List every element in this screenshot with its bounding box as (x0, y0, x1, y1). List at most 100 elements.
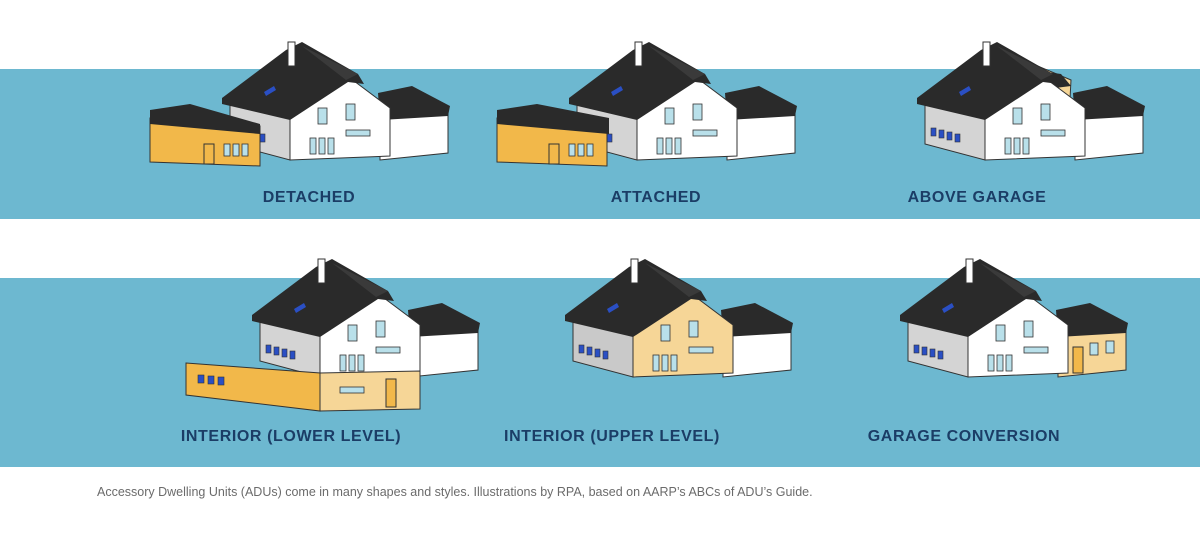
chimney (287, 41, 296, 67)
garage-roof (721, 303, 793, 337)
window (217, 376, 225, 386)
window (357, 354, 365, 372)
window (929, 348, 936, 358)
window (339, 354, 347, 372)
window (913, 344, 920, 354)
window (345, 129, 371, 137)
window (578, 344, 585, 354)
window (1105, 340, 1115, 354)
window (674, 137, 682, 155)
window (232, 143, 240, 157)
skylight (959, 86, 971, 96)
window (586, 143, 594, 157)
window (665, 137, 673, 155)
window (1004, 137, 1012, 155)
detached-adu-illustration (149, 38, 450, 168)
garage-roof (1056, 303, 1128, 337)
window (375, 346, 401, 354)
label-detached: DETACHED (262, 189, 356, 206)
window (347, 324, 358, 342)
window (688, 320, 699, 338)
garage-roof (725, 86, 797, 120)
window (660, 324, 671, 342)
window (652, 354, 660, 372)
upper-level-adu-illustration (493, 255, 793, 385)
window (318, 137, 326, 155)
roof-ridge (645, 263, 701, 297)
window (987, 354, 995, 372)
window (241, 143, 249, 157)
label-attached: ATTACHED (610, 189, 702, 206)
detached-house-drawing (149, 41, 450, 167)
garage-conversion-house-drawing (900, 258, 1128, 378)
window (345, 103, 356, 121)
roof-ridge (332, 263, 388, 297)
attached-adu-illustration (496, 38, 797, 168)
window (223, 143, 231, 157)
window (656, 137, 664, 155)
door (548, 143, 560, 165)
detached-adu-roof (150, 104, 260, 134)
window (281, 348, 288, 358)
label-interior-lower-level: INTERIOR (LOWER LEVEL) (180, 428, 402, 445)
window (309, 137, 317, 155)
window (937, 350, 944, 360)
window (664, 107, 675, 125)
chimney (317, 258, 326, 284)
caption: Accessory Dwelling Units (ADUs) come in … (97, 485, 813, 499)
skylight (607, 303, 619, 313)
label-interior-upper-level: INTERIOR (UPPER LEVEL) (504, 428, 720, 445)
window (692, 129, 718, 137)
window (586, 346, 593, 356)
window (273, 346, 280, 356)
roof-ridge (302, 46, 358, 80)
window (1013, 137, 1021, 155)
window (1005, 354, 1013, 372)
window (688, 346, 714, 354)
lower-level-adu-illustration (180, 255, 480, 415)
window (1023, 346, 1049, 354)
skylight (611, 86, 623, 96)
chimney (982, 41, 991, 67)
roof-ridge (649, 46, 705, 80)
door (203, 143, 215, 165)
window (995, 324, 1006, 342)
window (670, 354, 678, 372)
window (1022, 137, 1030, 155)
door (1072, 346, 1084, 374)
skylight (264, 86, 276, 96)
window (1023, 320, 1034, 338)
lower-level-front (319, 370, 421, 412)
window (946, 131, 953, 141)
roof-ridge (997, 46, 1053, 80)
window (954, 133, 961, 143)
window (265, 344, 272, 354)
attached-house-drawing (496, 41, 797, 167)
window (568, 143, 576, 157)
skylight (294, 303, 306, 313)
chimney (965, 258, 974, 284)
window (938, 129, 945, 139)
window (594, 348, 601, 358)
window (996, 354, 1004, 372)
label-garage-conversion: GARAGE CONVERSION (867, 428, 1061, 445)
window (930, 127, 937, 137)
garage-roof (1073, 86, 1145, 120)
roof-ridge (980, 263, 1036, 297)
window (207, 375, 215, 385)
window (339, 386, 365, 394)
window (661, 354, 669, 372)
door (385, 378, 397, 408)
window (602, 350, 609, 360)
above-garage-house-drawing (917, 41, 1145, 161)
window (1012, 107, 1023, 125)
window (921, 346, 928, 356)
window (606, 133, 613, 143)
window (259, 133, 266, 143)
window (692, 103, 703, 121)
upper-level-house-drawing (565, 258, 793, 378)
window (375, 320, 386, 338)
skylight (942, 303, 954, 313)
lower-level-house-drawing (185, 258, 480, 412)
attached-adu-roof (497, 104, 609, 134)
